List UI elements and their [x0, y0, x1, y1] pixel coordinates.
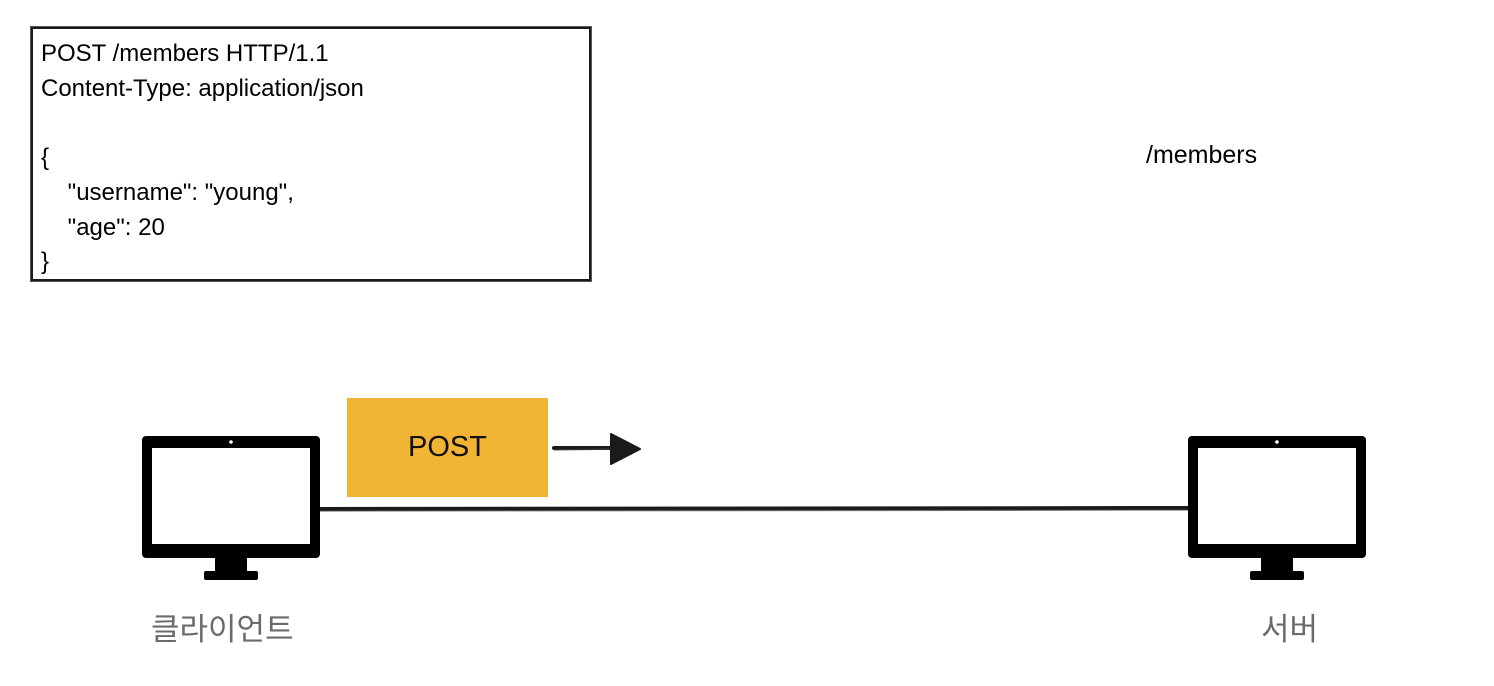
- json-age-field: "age": 20: [41, 214, 165, 241]
- json-username-field: "username": "young",: [41, 179, 294, 206]
- http-request-box: POST /members HTTP/1.1 Content-Type: app…: [30, 26, 592, 282]
- http-method-label: POST: [408, 431, 487, 463]
- server-path-label: /members: [1146, 141, 1258, 169]
- client-label: 클라이언트: [151, 612, 294, 648]
- request-line: POST /members HTTP/1.1: [41, 40, 329, 67]
- server-label: 서버: [1261, 612, 1319, 648]
- http-method-box: POST: [347, 398, 548, 497]
- json-open-brace: {: [41, 144, 50, 171]
- server-monitor-icon: [1188, 436, 1366, 580]
- client-monitor-icon: [142, 436, 320, 580]
- json-close-brace: }: [41, 248, 50, 275]
- connection-line: [318, 506, 1192, 511]
- content-type-header: Content-Type: application/json: [41, 75, 364, 102]
